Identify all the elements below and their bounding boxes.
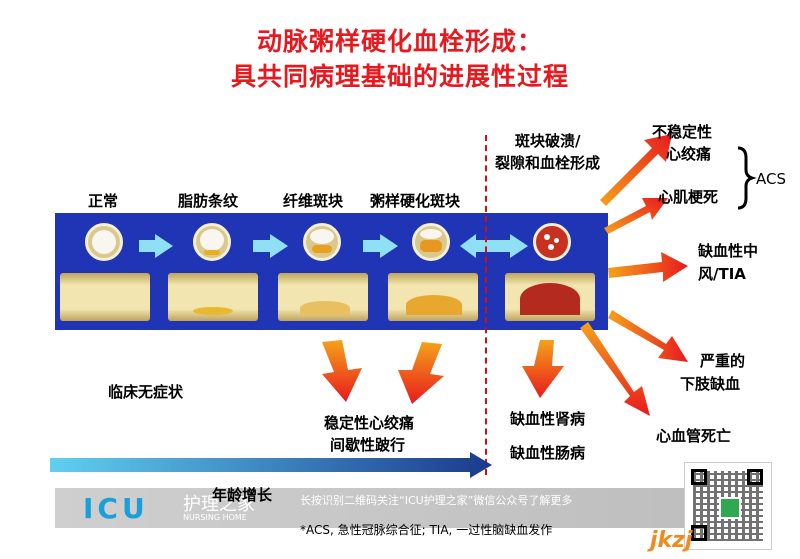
renal-label: 缺血性肾病	[510, 410, 586, 428]
title-line1: 动脉粥样硬化血栓形成：	[256, 27, 543, 56]
arrow-to-mi	[604, 198, 668, 234]
stroke-line1: 缺血性中	[698, 242, 759, 260]
logo-cn: 护理之家	[183, 494, 255, 515]
rupture-label-line2: 裂隙和血栓形成	[495, 154, 601, 172]
title-line2: 具共同病理基础的进展性过程	[230, 62, 569, 91]
rupture-label-line1: 斑块破溃/	[515, 132, 581, 150]
ruptured-vessel	[505, 273, 595, 321]
limb-ischemia-line1: 严重的	[700, 352, 746, 370]
footer-bar: ICU 护理之家 NURSING HOME 长按识别二维码关注“ICU护理之家”…	[55, 488, 745, 528]
fatty-streak-vessel	[168, 273, 258, 321]
stroke-line2: 风/TIA	[698, 265, 746, 283]
stage-fibrous-plaque-label: 纤维斑块	[283, 192, 344, 210]
progression-band	[55, 213, 608, 330]
ruptured-cross-section	[533, 223, 571, 261]
logo-letters: ICU	[83, 492, 149, 525]
arrow-to-unstable-angina	[600, 134, 672, 206]
footnote: *ACS, 急性冠脉综合征; TIA, 一过性脑缺血发作	[300, 523, 553, 537]
age-arrow	[50, 452, 492, 478]
mi-label: 心肌梗死	[658, 188, 719, 206]
fibrous-plaque-cross-section	[303, 223, 341, 261]
normal-cross-section	[85, 223, 123, 261]
footer-notice: 长按识别二维码关注“ICU护理之家”微信公众号了解更多	[300, 494, 573, 507]
logo-en: NURSING HOME	[183, 513, 247, 522]
progress-arrow-icon	[155, 234, 173, 258]
unstable-angina-line2: 心绞痛	[666, 145, 712, 163]
atheroma-vessel	[388, 273, 478, 321]
arrow-to-renal	[522, 340, 564, 398]
normal-vessel	[60, 273, 150, 321]
stable-angina-line1: 稳定性心绞痛	[324, 414, 415, 432]
stage-fatty-streak-label: 脂肪条纹	[178, 192, 239, 210]
limb-ischemia-line2: 下肢缺血	[680, 375, 741, 393]
fibrous-plaque-vessel	[278, 273, 368, 321]
divider-line	[485, 135, 487, 475]
acs-brace	[737, 146, 757, 210]
asymptomatic-label: 临床无症状	[108, 383, 184, 401]
fatty-streak-cross-section	[193, 223, 231, 261]
watermark: jkzj	[650, 528, 693, 553]
arrow-to-stable-angina-2	[398, 342, 444, 404]
acs-label: ACS	[756, 170, 786, 188]
progress-arrow-icon	[380, 234, 398, 258]
progress-arrow-icon	[270, 234, 288, 258]
arrow-to-stroke	[608, 252, 688, 282]
unstable-angina-line1: 不稳定性	[652, 123, 713, 141]
age-label: 年龄增长	[212, 486, 273, 504]
atheroma-cross-section	[412, 223, 450, 261]
qr-code-icon[interactable]	[684, 462, 772, 550]
arrow-to-cv-death	[580, 322, 650, 416]
cv-death-label: 心血管死亡	[656, 427, 732, 445]
stage-atheroma-label: 粥样硬化斑块	[370, 192, 461, 210]
stable-angina-line2: 间歇性跛行	[330, 436, 406, 454]
intestinal-label: 缺血性肠病	[510, 444, 586, 462]
arrow-to-limb-ischemia	[608, 310, 688, 362]
arrow-to-stable-angina-1	[322, 340, 362, 402]
bidirectional-arrow-icon	[460, 234, 476, 258]
stage-normal-label: 正常	[88, 192, 119, 210]
